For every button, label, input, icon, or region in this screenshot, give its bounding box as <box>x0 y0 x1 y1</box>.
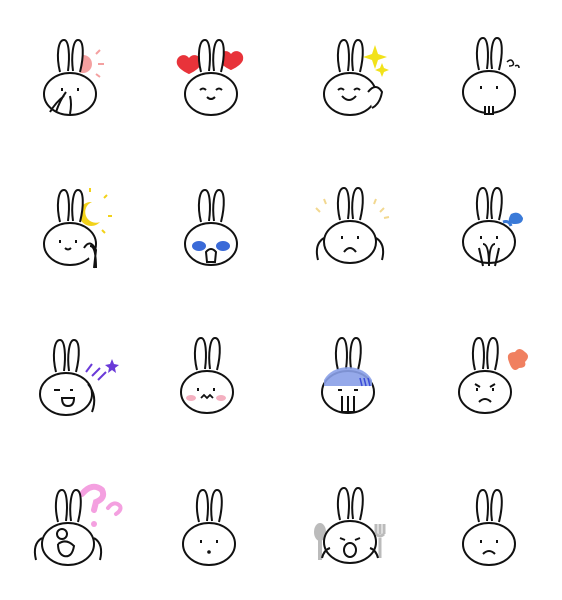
sticker-tongue-out <box>39 339 119 416</box>
sticker-neutral <box>182 489 236 566</box>
sticker-shocked <box>321 337 375 414</box>
sticker-good-night <box>43 188 112 269</box>
sticker-buck-teeth <box>462 37 520 115</box>
sticker-angry <box>458 337 528 414</box>
sticker-sad-arms <box>315 187 390 264</box>
sticker-crying <box>184 189 238 266</box>
sticker-blushing <box>180 337 234 414</box>
sticker-frown <box>462 489 516 566</box>
sticker-praying <box>462 187 523 267</box>
sticker-confused <box>33 483 123 566</box>
sticker-hungry <box>314 487 386 564</box>
sticker-shy <box>43 39 104 116</box>
sticker-sparkle <box>323 39 389 116</box>
sticker-in-love <box>176 39 244 116</box>
